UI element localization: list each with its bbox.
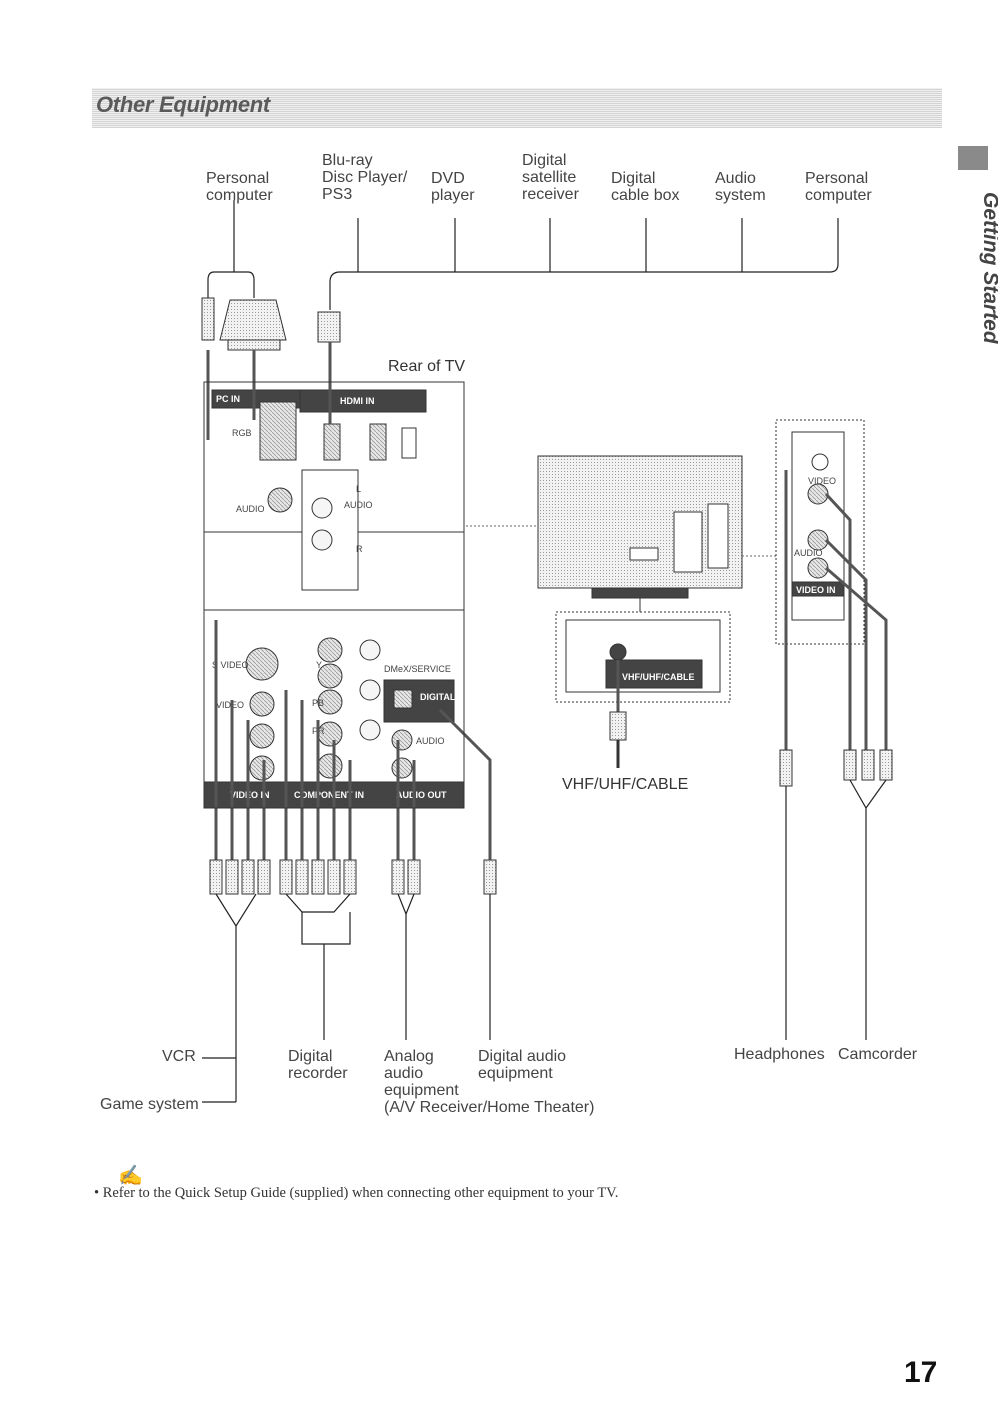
- device-label-dvd: DVD player: [431, 170, 475, 204]
- device-label-personal-computer-right: Personal computer: [805, 170, 872, 204]
- svg-text:AUDIO: AUDIO: [344, 500, 373, 510]
- svg-text:R: R: [356, 544, 363, 554]
- rear-panel-upper: [203, 381, 465, 591]
- svg-text:PB: PB: [312, 698, 324, 708]
- device-label-satellite: Digital satellite receiver: [522, 152, 579, 203]
- section-banner: [92, 88, 942, 128]
- top-device-lines: [207, 200, 839, 310]
- device-label-camcorder: Camcorder: [838, 1046, 918, 1063]
- bottom-leader-lines: [202, 893, 491, 1103]
- device-label-headphones: Headphones: [734, 1046, 825, 1063]
- side-plugs: [779, 749, 893, 787]
- device-label-game-system: Game system: [100, 1096, 199, 1113]
- device-label-bluray: Blu-ray Disc Player/ PS3: [322, 152, 408, 203]
- svg-text:S VIDEO: S VIDEO: [212, 660, 249, 670]
- svg-text:DMeX/SERVICE: DMeX/SERVICE: [384, 664, 451, 674]
- device-label-digital-audio: Digital audio equipment: [478, 1048, 567, 1082]
- svg-text:L: L: [356, 484, 361, 494]
- svg-text:HDMI IN: HDMI IN: [340, 396, 375, 406]
- svg-text:VIDEO IN: VIDEO IN: [230, 790, 270, 800]
- device-label-digital-recorder: Digital recorder: [288, 1048, 348, 1082]
- side-cables: [784, 470, 888, 750]
- svg-text:VHF/UHF/CABLE: VHF/UHF/CABLE: [622, 672, 695, 682]
- side-leader-lines: [785, 779, 887, 1040]
- note-text: • Refer to the Quick Setup Guide (suppli…: [94, 1185, 619, 1201]
- device-label-audio-system: Audio system: [715, 170, 766, 204]
- side-tab-marker: [958, 146, 988, 170]
- top-plugs: [201, 297, 341, 351]
- svg-text:AUDIO OUT: AUDIO OUT: [396, 790, 447, 800]
- svg-text:PC IN: PC IN: [216, 394, 240, 404]
- svg-text:AUDIO: AUDIO: [794, 548, 823, 558]
- memo-pencil-icon: ✍: [118, 1165, 143, 1187]
- svg-text:VIDEO IN: VIDEO IN: [796, 585, 836, 595]
- svg-text:Y: Y: [316, 660, 322, 670]
- device-label-personal-computer-left: Personal computer: [206, 170, 273, 204]
- device-label-analog-audio: Analog audio equipment (A/V Receiver/Hom…: [384, 1048, 595, 1116]
- rear-of-tv-label: Rear of TV: [388, 358, 466, 375]
- vhf-panel: VHF/UHF/CABLE: [555, 611, 731, 768]
- svg-text:VIDEO: VIDEO: [216, 700, 244, 710]
- panel-text: PC IN HDMI IN RGB AUDIO AUDIO L R S VIDE…: [212, 394, 525, 800]
- svg-text:VIDEO: VIDEO: [808, 476, 836, 486]
- svg-text:RGB: RGB: [232, 428, 252, 438]
- svg-text:COMPONENT IN: COMPONENT IN: [294, 790, 364, 800]
- svg-text:DIGITAL OUT (OPTICAL): DIGITAL OUT (OPTICAL): [420, 692, 525, 702]
- svg-text:AUDIO: AUDIO: [236, 504, 265, 514]
- av-cables: [206, 342, 492, 860]
- device-label-cable-box: Digital cable box: [611, 170, 680, 204]
- device-label-vcr: VCR: [162, 1048, 196, 1065]
- page-number: 17: [904, 1356, 938, 1389]
- tv-illustration: [537, 455, 743, 599]
- bottom-plugs: [209, 859, 497, 895]
- section-title: Other Equipment: [96, 92, 270, 117]
- svg-text:AUDIO: AUDIO: [416, 736, 445, 746]
- vhf-cable-label: VHF/UHF/CABLE: [562, 776, 689, 793]
